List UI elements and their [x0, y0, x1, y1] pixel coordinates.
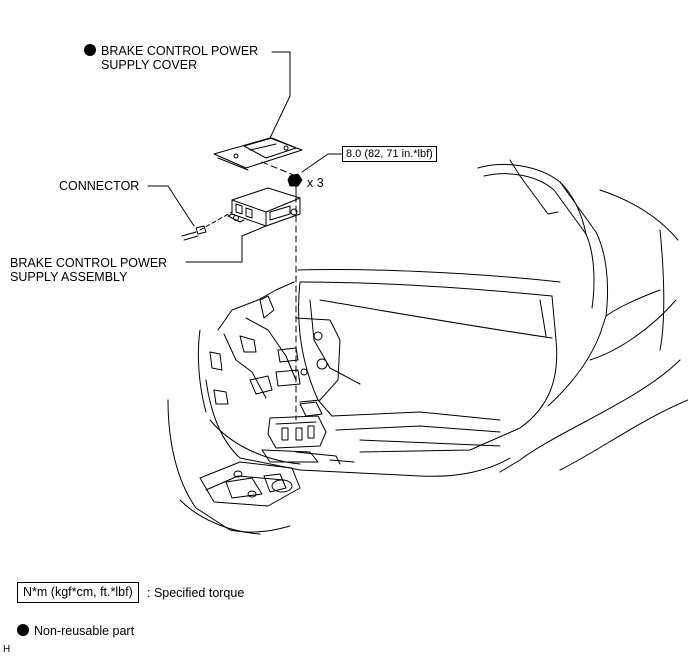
- non-reusable-dot-icon: [84, 44, 96, 56]
- label-assembly-line2: SUPPLY ASSEMBLY: [10, 270, 128, 284]
- label-quantity: x 3: [307, 176, 324, 190]
- label-connector: CONNECTOR: [59, 179, 140, 193]
- connector-drawing: [181, 211, 233, 241]
- corner-mark: H: [3, 644, 11, 655]
- leader-lines: [147, 51, 343, 263]
- cover-guide-line: [261, 161, 297, 177]
- brake-control-power-supply-assembly-drawing: [227, 187, 301, 227]
- legend-torque-unit-box: N*m (kgf*cm, ft.*lbf): [17, 582, 139, 603]
- label-cover-line1: BRAKE CONTROL POWER: [101, 44, 259, 58]
- label-assembly-line1: BRAKE CONTROL POWER: [10, 256, 168, 270]
- legend-nonreusable-text: Non-reusable part: [34, 624, 135, 638]
- legend-torque-desc: : Specified torque: [147, 586, 245, 600]
- label-cover: BRAKE CONTROL POWER: [84, 44, 258, 58]
- brake-control-power-supply-cover-drawing: [213, 137, 303, 171]
- vehicle-body: [167, 159, 688, 535]
- label-cover-line2: SUPPLY COVER: [101, 58, 198, 72]
- legend-nonreusable: Non-reusable part: [17, 624, 134, 638]
- torque-value-box: 8.0 (82, 71 in.*lbf): [342, 146, 437, 162]
- non-reusable-dot-icon: [17, 624, 29, 636]
